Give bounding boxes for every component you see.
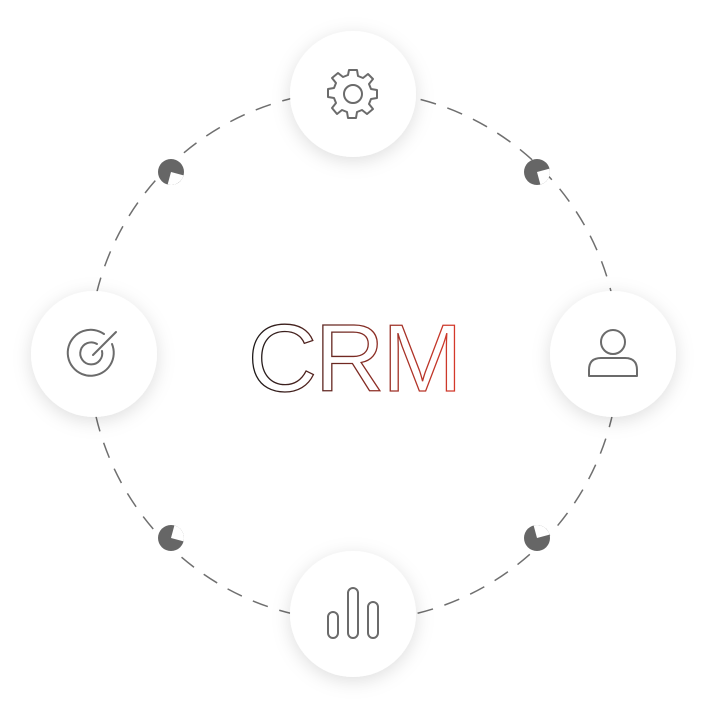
node-right[interactable] (550, 291, 676, 417)
node-bottom[interactable] (290, 551, 416, 677)
connector-dot-bottom-left (158, 525, 184, 551)
target-icon (66, 328, 117, 377)
bar-chart-icon (327, 587, 379, 639)
user-icon (588, 329, 638, 377)
crm-title: CRM (248, 305, 461, 412)
node-left[interactable] (31, 291, 157, 417)
connector-dot-top-left (158, 159, 184, 185)
connector-dot-bottom-right (524, 525, 550, 551)
node-top[interactable] (290, 31, 416, 157)
gear-icon (327, 69, 378, 119)
connector-dot-top-right (524, 159, 550, 185)
